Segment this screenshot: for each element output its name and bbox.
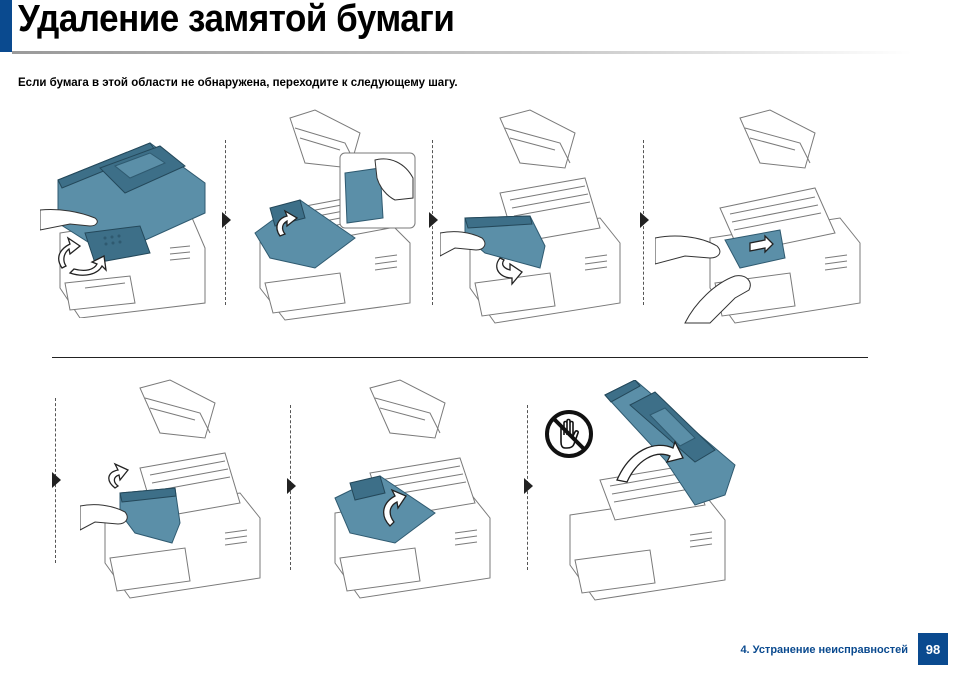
step-3-remove-toner-illustration	[440, 109, 621, 324]
step-6-close-inner-cover-illustration	[334, 379, 491, 599]
step-2-inner-cover-illustration	[254, 109, 416, 321]
step-arrow-icon	[52, 472, 61, 488]
title-accent-bar	[0, 0, 12, 52]
step-7-close-scanner-illustration	[569, 380, 736, 601]
step-4-pull-paper-illustration	[655, 109, 861, 324]
step-arrow-icon	[287, 478, 296, 494]
page-title: Удаление замятой бумаги	[18, 0, 455, 40]
step-arrow-icon	[429, 212, 438, 228]
instruction-text: Если бумага в этой области не обнаружена…	[18, 77, 458, 89]
step-arrow-icon	[222, 212, 231, 228]
step-arrow-icon	[524, 478, 533, 494]
step-5-reinsert-toner-illustration	[80, 379, 261, 599]
page-number-badge: 98	[918, 633, 948, 665]
title-divider	[12, 51, 912, 54]
row-divider	[52, 357, 868, 358]
step-1-open-scanner-illustration	[40, 142, 206, 318]
footer-section-label: 4. Устранение неисправностей	[740, 644, 908, 656]
do-not-touch-warning-icon	[545, 410, 593, 458]
step-arrow-icon	[640, 212, 649, 228]
